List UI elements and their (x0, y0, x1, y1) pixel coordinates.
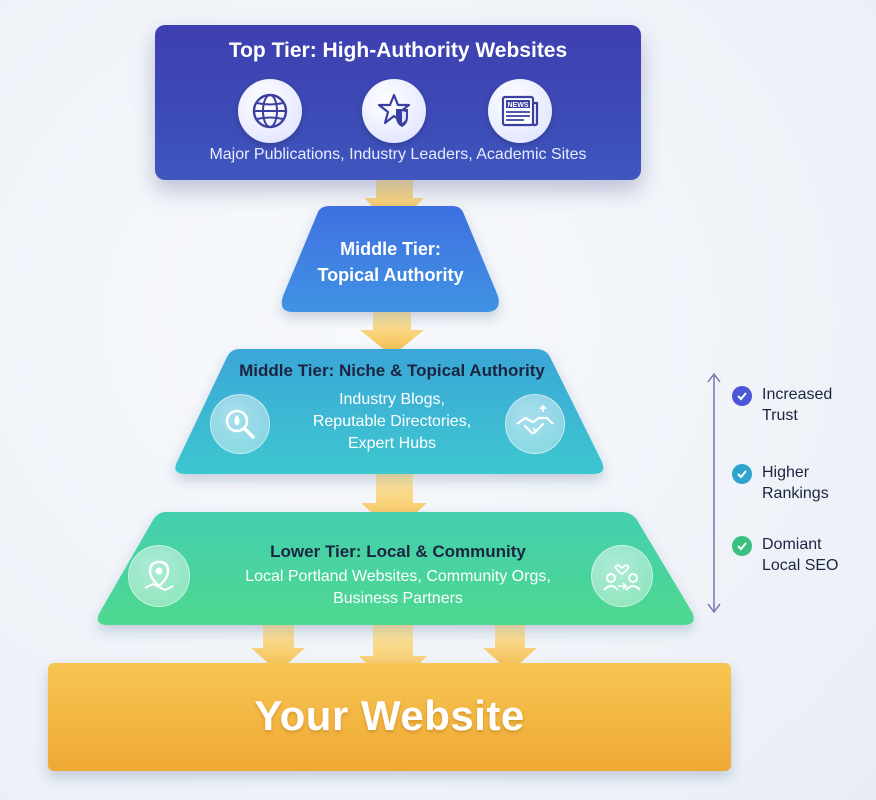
check-icon (732, 386, 752, 406)
map-pin-icon (128, 545, 190, 607)
benefit-label: Higher Rankings (762, 462, 829, 504)
arrow-lower-to-website-left (251, 625, 305, 672)
check-icon (732, 536, 752, 556)
star-shield-icon (362, 79, 426, 143)
newspaper-icon: NEWS (488, 79, 552, 143)
globe-icon (238, 79, 302, 143)
niche-item-2: Reputable Directories, (312, 413, 472, 430)
lower-item-2: Business Partners (333, 590, 463, 607)
arrow-lower-to-website-center (359, 625, 427, 690)
benefit-rankings-line1: Higher (762, 464, 810, 481)
middle-tier-topical: Middle Tier: Topical Authority (283, 236, 498, 288)
arrow-lower-to-website-right (483, 625, 537, 672)
benefits-range-arrow (707, 372, 721, 614)
benefit-rankings: Higher Rankings (732, 462, 829, 504)
handshake-icon (505, 394, 565, 454)
middle-tier-topical-line2: Topical Authority (317, 265, 464, 285)
arrow-middle-to-niche (360, 312, 424, 356)
middle-tier-topical-line1: Middle Tier: (340, 239, 441, 259)
benefit-local-seo-line2: Local SEO (762, 557, 839, 574)
community-icon (591, 545, 653, 607)
benefit-local-seo-line1: Domiant (762, 536, 822, 553)
lower-tier: Lower Tier: Local & Community Local Port… (100, 512, 696, 625)
benefit-rankings-line2: Rankings (762, 485, 829, 502)
benefit-local-seo: Domiant Local SEO (732, 534, 838, 576)
arrow-top-to-middle (364, 178, 424, 228)
newspaper-label: NEWS (508, 102, 529, 109)
leaf-search-icon (210, 394, 270, 454)
check-icon (732, 464, 752, 484)
lower-tier-list: Local Portland Websites, Community Orgs,… (200, 566, 596, 610)
benefit-trust-line2: Trust (762, 407, 798, 424)
arrow-niche-to-lower (361, 474, 427, 533)
top-tier-title: Top Tier: High-Authority Websites (228, 39, 568, 62)
your-website-label: Your Website (254, 692, 525, 739)
middle-tier-niche-title: Middle Tier: Niche & Topical Authority (239, 361, 545, 380)
benefit-trust: Increased Trust (732, 384, 832, 426)
middle-tier-niche-list: Industry Blogs, Reputable Directories, E… (267, 389, 517, 455)
middle-tier-niche: Middle Tier: Niche & Topical Authority I… (177, 349, 607, 474)
top-tier-box: Top Tier: High-Authority Websites NEWS M… (155, 25, 641, 180)
niche-item-3: Expert Hubs (347, 435, 437, 452)
lower-tier-title: Lower Tier: Local & Community (270, 542, 526, 561)
benefit-trust-line1: Increased (762, 386, 833, 403)
niche-item-1: Industry Blogs, (339, 391, 445, 408)
top-tier-subtitle: Major Publications, Industry Leaders, Ac… (209, 146, 587, 163)
lower-item-1: Local Portland Websites, Community Orgs, (245, 568, 551, 585)
benefit-label: Domiant Local SEO (762, 534, 838, 576)
benefit-label: Increased Trust (762, 384, 832, 426)
